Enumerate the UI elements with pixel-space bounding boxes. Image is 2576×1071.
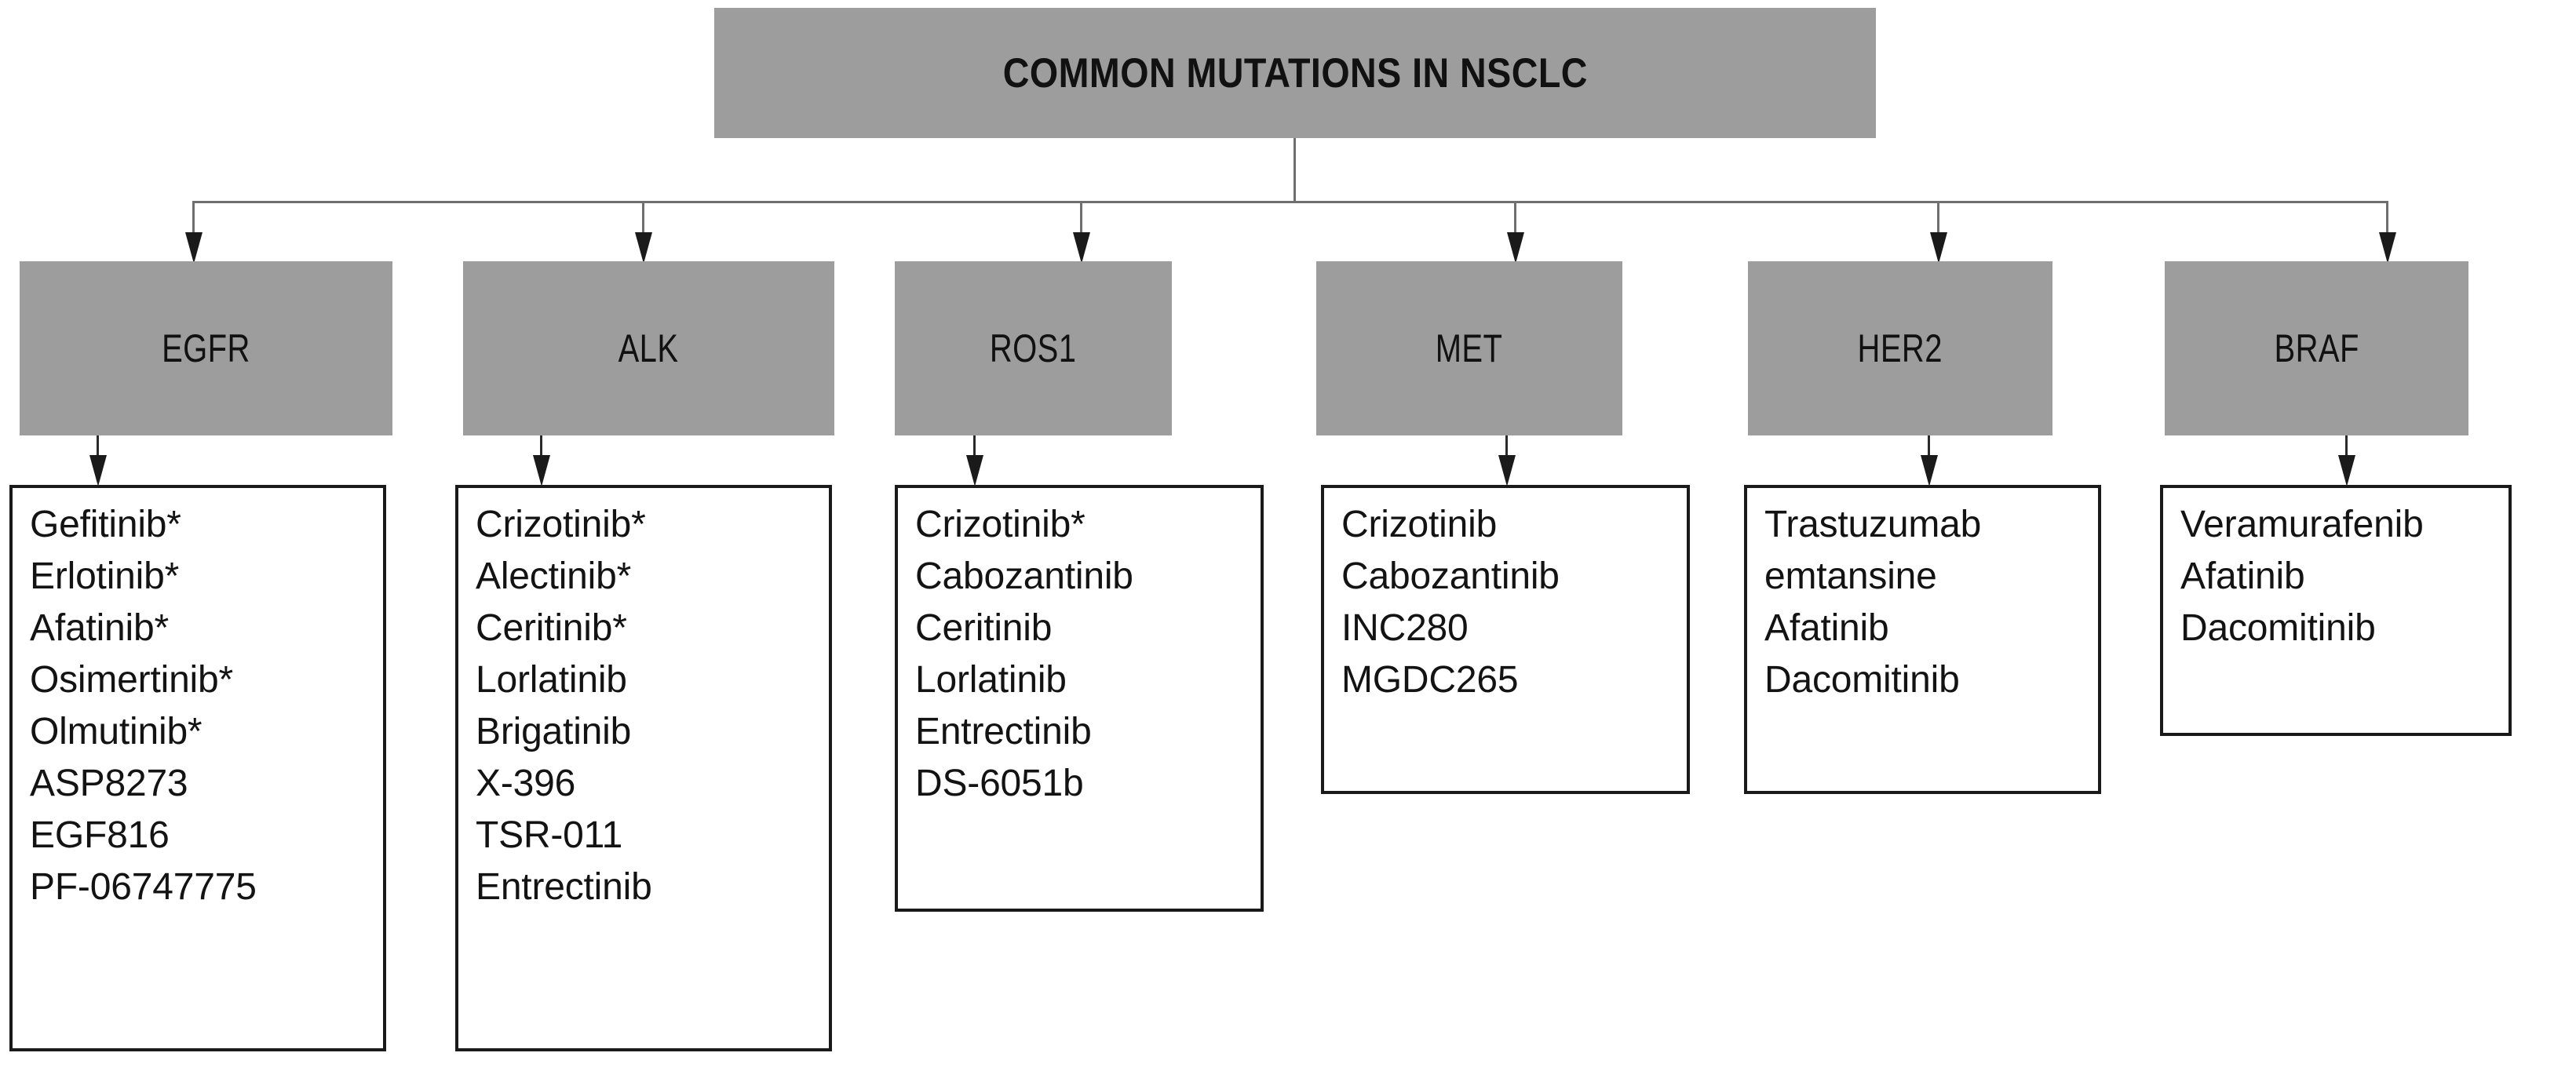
connector-alk-to-drugs [540,435,542,457]
drug-item: Crizotinib [1341,504,1498,545]
drug-box-braf[interactable]: Veramurafenib Afatinib Dacomitinib [2160,485,2512,736]
drug-item: Lorlatinib [915,659,1067,701]
arrow-head-egfr [185,232,203,264]
connector-egfr-to-drugs [97,435,99,457]
drug-item: Erlotinib* [30,556,180,597]
drug-item: Cabozantinib [915,556,1133,597]
connector-drop-egfr [192,201,195,235]
arrow-head-ros1-drugs [966,455,983,486]
connector-title-stem [1293,138,1296,202]
drug-item: Entrectinib [915,711,1092,752]
gene-label-ros1: ROS1 [990,326,1077,370]
drug-box-alk[interactable]: Crizotinib* Alectinib* Ceritinib* Lorlat… [455,485,832,1051]
drug-item: MGDC265 [1341,659,1519,701]
gene-label-met: MET [1436,326,1503,370]
arrow-head-alk-drugs [533,455,550,486]
drug-item: INC280 [1341,607,1469,649]
drug-item: X-396 [476,763,576,804]
drug-box-egfr[interactable]: Gefitinib* Erlotinib* Afatinib* Osimerti… [9,485,386,1051]
gene-label-egfr: EGFR [162,326,250,370]
connector-ros1-to-drugs [973,435,976,457]
gene-box-braf[interactable]: BRAF [2165,261,2468,435]
arrow-head-met-drugs [1498,455,1516,486]
connector-drop-her2 [1937,201,1939,235]
drug-item: Veramurafenib [2180,504,2424,545]
drug-item: Afatinib* [30,607,169,649]
drug-item: Crizotinib* [915,504,1085,545]
connector-drop-ros1 [1080,201,1082,235]
arrow-head-her2-drugs [1921,455,1938,486]
arrow-head-alk [635,232,652,264]
drug-item: EGF816 [30,814,170,856]
gene-label-alk: ALK [618,326,679,370]
drug-item: TSR-011 [476,814,623,856]
connector-drop-braf [2386,201,2388,235]
drug-box-her2[interactable]: Trastuzumab emtansine Afatinib Dacomitin… [1744,485,2101,794]
arrow-head-her2 [1930,232,1947,264]
drug-item: DS-6051b [915,763,1084,804]
diagram-title-box: COMMON MUTATIONS IN NSCLC [714,8,1876,138]
drug-item: Trastuzumab [1764,504,1982,545]
arrow-head-met [1507,232,1524,264]
drug-item: Afatinib [1764,607,1889,649]
drug-item: Entrectinib [476,866,652,908]
gene-label-braf: BRAF [2274,326,2359,370]
drug-item: Lorlatinib [476,659,627,701]
connector-braf-to-drugs [2345,435,2348,457]
gene-label-her2: HER2 [1857,326,1943,370]
drug-item: Afatinib [2180,556,2305,597]
gene-box-egfr[interactable]: EGFR [20,261,392,435]
drug-item: Gefitinib* [30,504,181,545]
arrow-head-egfr-drugs [89,455,107,486]
drug-item: Crizotinib* [476,504,646,545]
connector-horizontal-bus [192,201,2388,203]
arrow-head-ros1 [1073,232,1090,264]
gene-box-her2[interactable]: HER2 [1748,261,2052,435]
gene-box-ros1[interactable]: ROS1 [895,261,1172,435]
drug-item: PF-06747775 [30,866,257,908]
drug-item: Brigatinib [476,711,632,752]
drug-item: Osimertinib* [30,659,233,701]
connector-her2-to-drugs [1928,435,1930,457]
gene-box-met[interactable]: MET [1316,261,1622,435]
arrow-head-braf-drugs [2338,455,2355,486]
drug-item: emtansine [1764,556,1937,597]
connector-met-to-drugs [1505,435,1508,457]
drug-box-ros1[interactable]: Crizotinib* Cabozantinib Ceritinib Lorla… [895,485,1264,912]
arrow-head-braf [2379,232,2396,264]
drug-item: Olmutinib* [30,711,203,752]
drug-item: Cabozantinib [1341,556,1560,597]
drug-item: Alectinib* [476,556,632,597]
connector-drop-met [1514,201,1516,235]
diagram-title-text: COMMON MUTATIONS IN NSCLC [1002,49,1588,97]
connector-drop-alk [642,201,644,235]
gene-box-alk[interactable]: ALK [463,261,834,435]
drug-box-met[interactable]: Crizotinib Cabozantinib INC280 MGDC265 [1321,485,1690,794]
drug-item: Ceritinib [915,607,1053,649]
drug-item: Dacomitinib [1764,659,1960,701]
drug-item: Dacomitinib [2180,607,2376,649]
drug-item: Ceritinib* [476,607,627,649]
drug-item: ASP8273 [30,763,188,804]
